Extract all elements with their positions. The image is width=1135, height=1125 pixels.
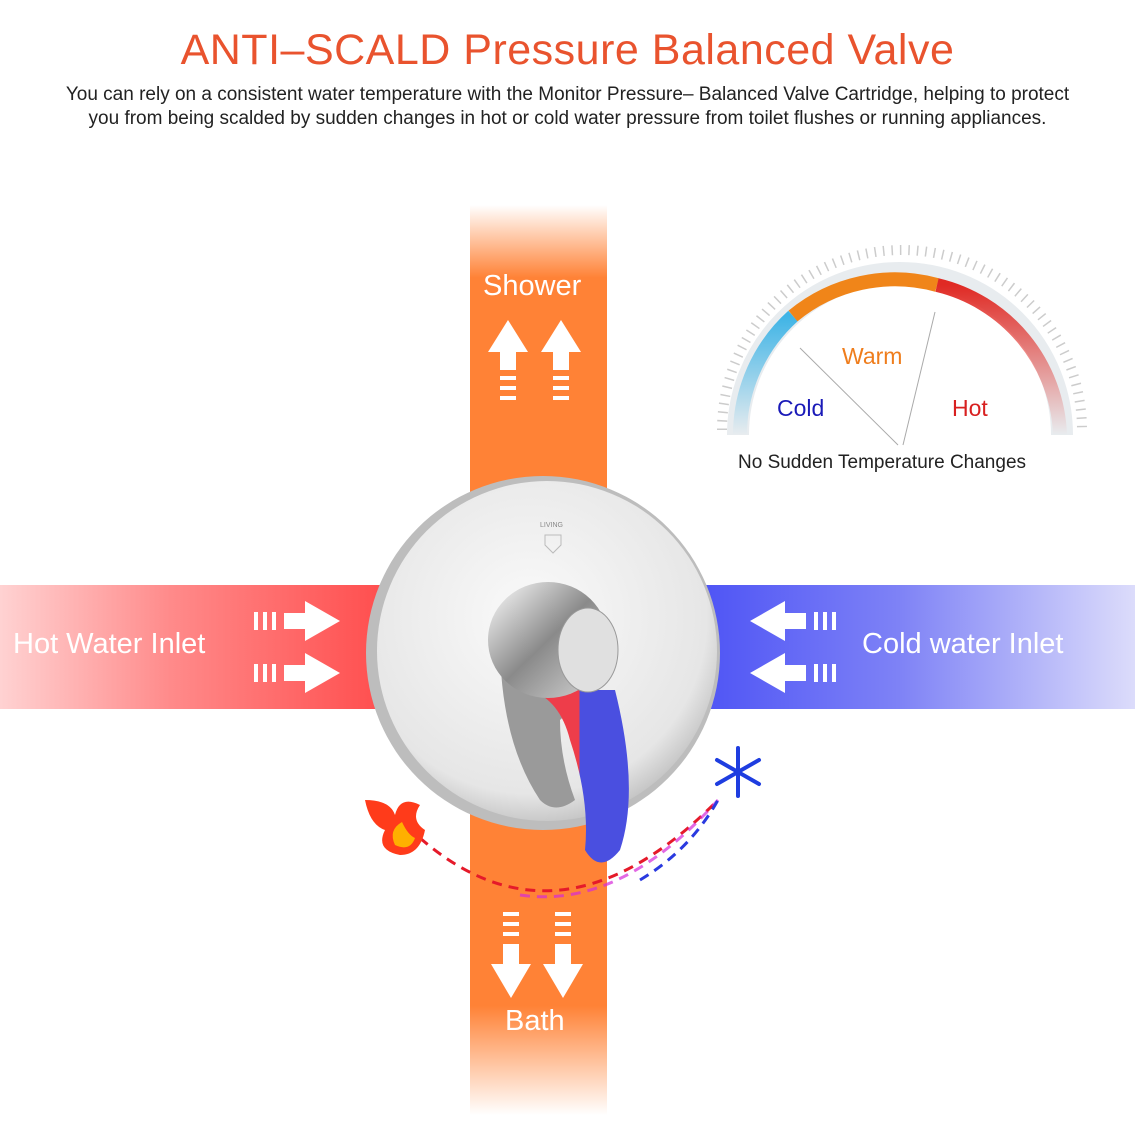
bath-label: Bath [505, 1005, 565, 1037]
hot-inlet-band [0, 585, 380, 709]
valve-handle[interactable] [488, 582, 629, 863]
snowflake-icon [715, 746, 761, 798]
flame-icon [365, 800, 425, 855]
hot-inlet-arrows-icon [254, 601, 340, 693]
temperature-gauge [717, 245, 1087, 446]
shower-arrows-icon [488, 320, 581, 400]
page-title: ANTI–SCALD Pressure Balanced Valve [180, 26, 955, 74]
cold-inlet-band [705, 585, 1135, 709]
shower-label: Shower [483, 270, 582, 302]
cold-inlet-label: Cold water Inlet [862, 628, 1064, 660]
bath-arrows-icon [491, 912, 583, 998]
hot-inlet-label: Hot Water Inlet [13, 628, 206, 660]
brand-logo: LIVING [540, 522, 563, 529]
temperature-swing-curve [419, 798, 720, 893]
page-subtitle: You can rely on a consistent water tempe… [65, 84, 1070, 129]
gauge-cold-label: Cold [777, 395, 825, 421]
gauge-caption: No Sudden Temperature Changes [738, 452, 1027, 473]
gauge-warm-label: Warm [842, 343, 903, 369]
gauge-hot-label: Hot [952, 395, 988, 421]
cold-inlet-arrows-icon [750, 601, 836, 693]
